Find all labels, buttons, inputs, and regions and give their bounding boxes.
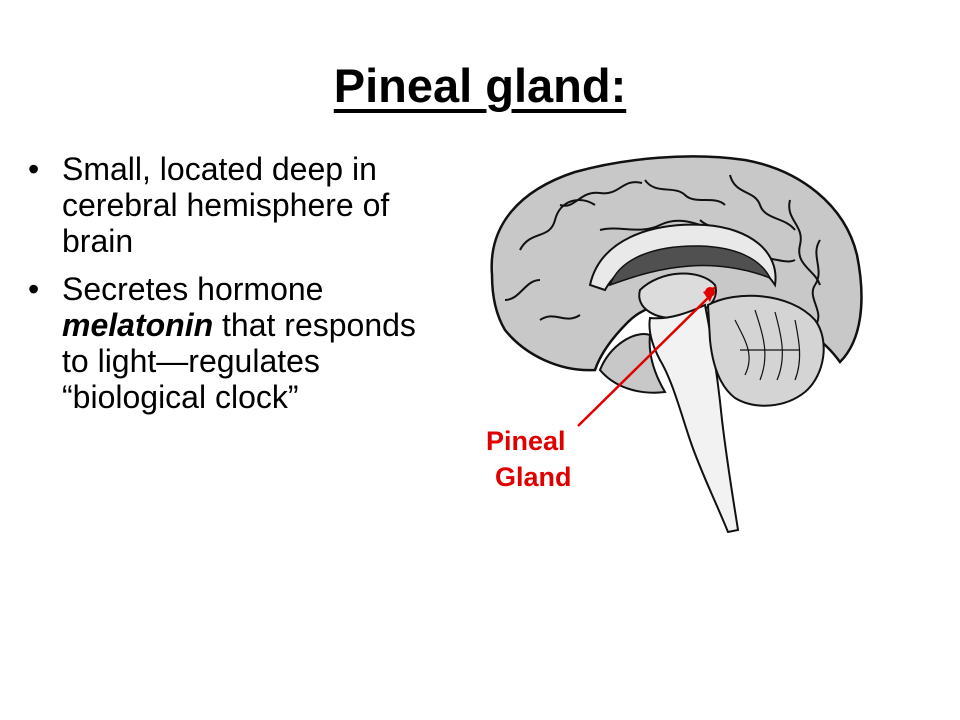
bullet-text-function-end: that responds to light—regulates “biolog… [62,307,416,415]
bullet-marker: • [28,151,40,187]
brainstem [648,303,740,534]
cerebellum-folia [734,309,801,381]
pointer-arrowhead [703,286,716,302]
bullet-item-function: • Secretes hormone melatonin that respon… [28,271,428,415]
pointer-line [577,295,711,427]
slide-title: Pineal gland: [0,58,960,114]
pineal-label-line1: Pineal [486,426,566,456]
bullet-list: • Small, located deep in cerebral hemisp… [28,151,428,427]
bullet-text-function-start: Secretes hormone [62,271,324,307]
pineal-label-line2: Gland [495,462,572,492]
brain-sagittal-diagram: Pineal Gland [486,155,863,534]
lateral-ventricle [608,245,772,287]
temporal-region [598,333,667,394]
cerebellum [706,294,825,407]
bullet-item-location: • Small, located deep in cerebral hemisp… [28,151,428,259]
melatonin-term: melatonin [62,307,214,343]
bullet-text-location: Small, located deep in cerebral hemisphe… [62,151,390,259]
slide-title-text: Pineal gland: [333,59,627,112]
brain-figure: Pineal Gland [460,150,900,570]
bullet-marker: • [28,271,40,307]
